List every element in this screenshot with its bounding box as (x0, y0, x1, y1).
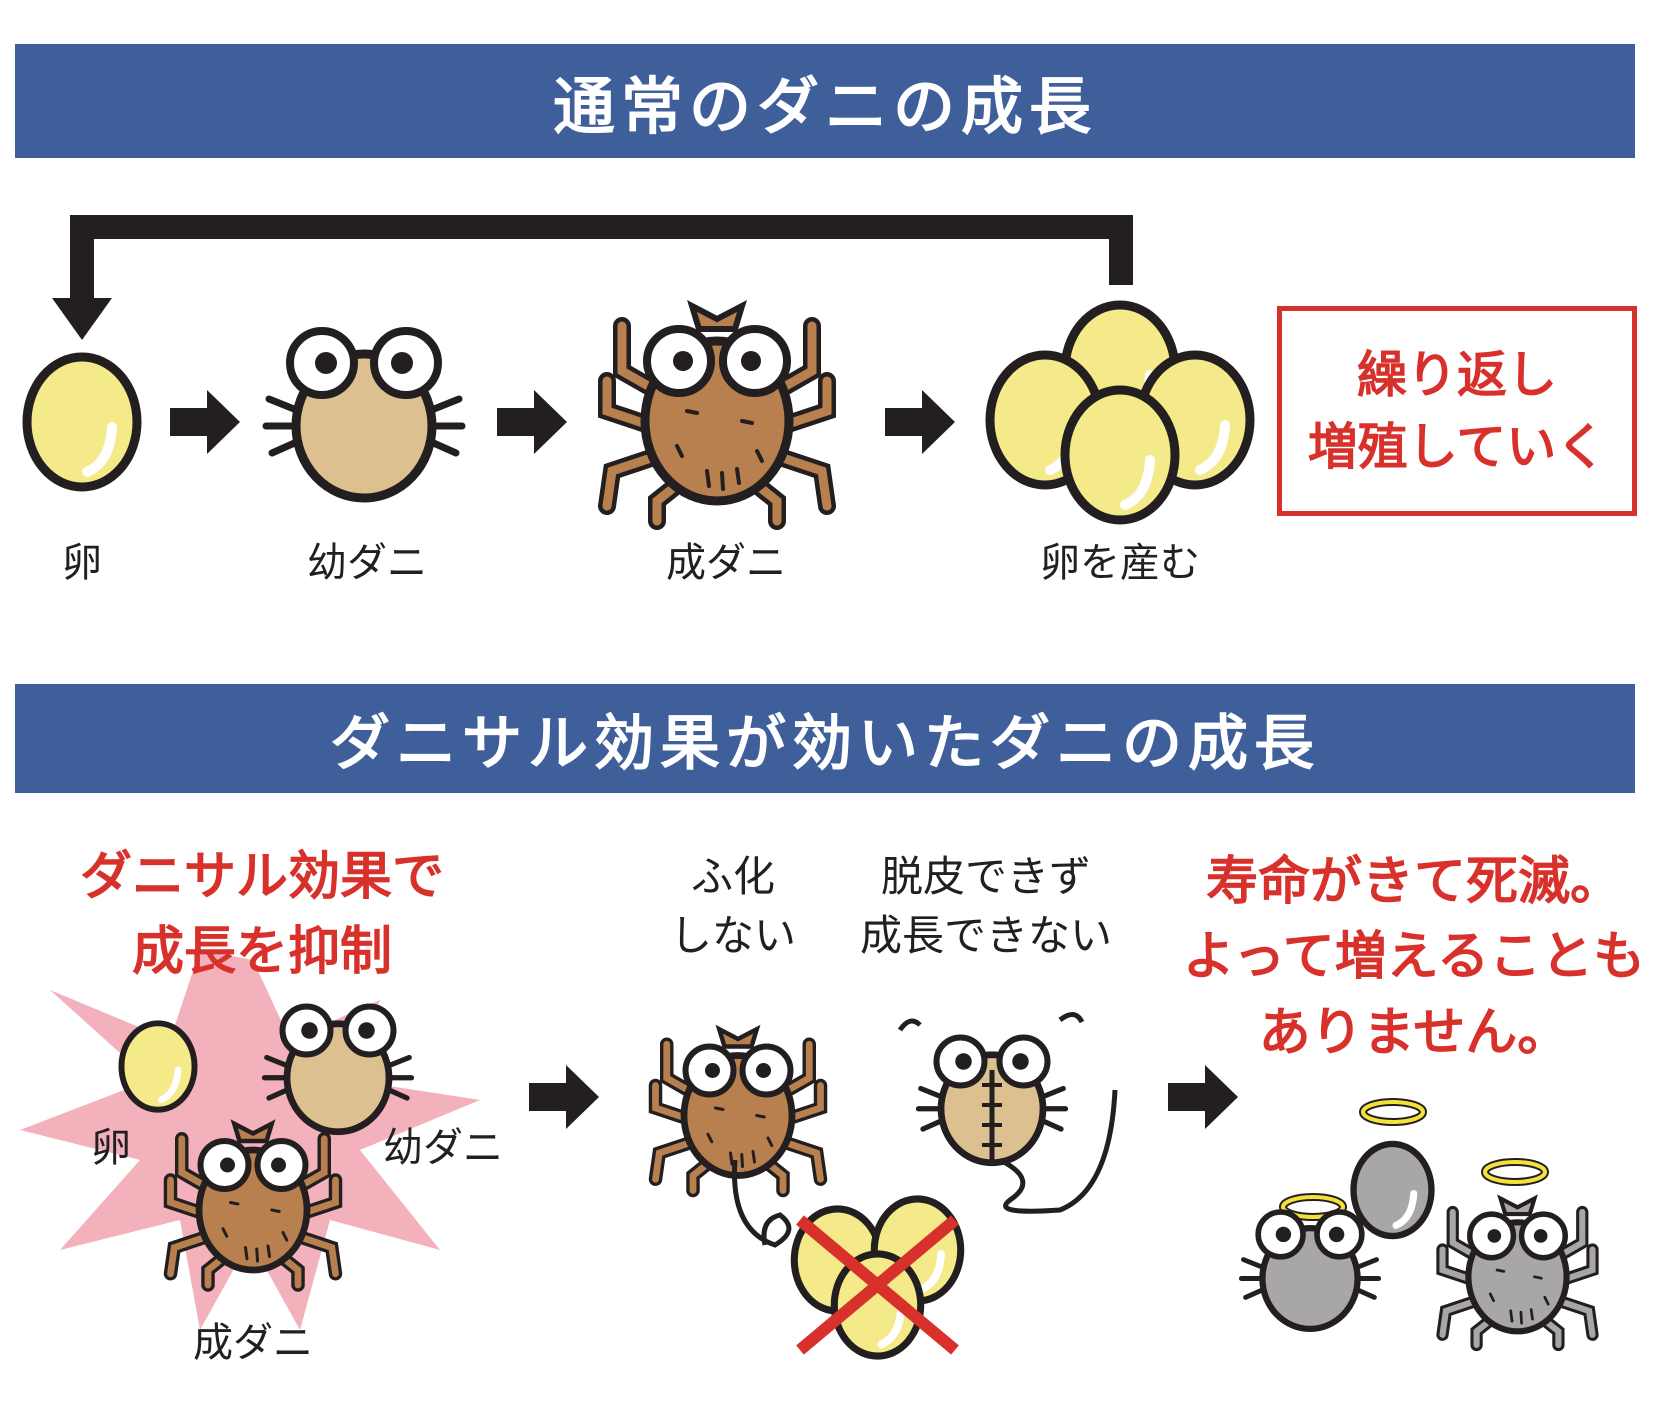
halo-icon (1485, 1162, 1545, 1182)
molting-mite-icon (897, 1012, 1118, 1214)
result-caption: 寿命がきて死滅。 よって増えることも ありません。 (1183, 845, 1645, 1071)
crossed-eggs-icon (794, 1199, 960, 1356)
section2-banner: ダニサル効果が効いたダニの成長 (15, 684, 1635, 793)
caption-line: ありません。 (1258, 1002, 1570, 1063)
callout-line: 繰り返し (1357, 345, 1557, 404)
arrow-right-icon (885, 390, 955, 454)
repeat-callout-box: 繰り返し 増殖していく (1277, 306, 1637, 516)
adult-mite-icon (656, 1029, 821, 1190)
caption-line: ダニサル効果で (79, 847, 445, 907)
larva-mite-icon (266, 331, 462, 498)
dead-larva-icon (1241, 1212, 1378, 1329)
arrow-right-icon (529, 1065, 599, 1129)
no-hatch-caption: ふ化 しない (670, 848, 796, 966)
caption-line: 成長を抑制 (131, 922, 393, 983)
egg-icon (121, 1023, 194, 1109)
egg-tail-line (732, 1159, 792, 1248)
section1-title: 通常のダニの成長 (552, 70, 1097, 143)
section1-banner: 通常のダニの成長 (15, 44, 1635, 158)
caption-line: 脱皮できず (880, 852, 1092, 901)
label-adult: 成ダニ (193, 1320, 313, 1366)
dead-adult-mite-icon (1443, 1198, 1593, 1345)
adult-mite-icon (607, 306, 827, 521)
label-adult: 成ダニ (666, 540, 786, 586)
suppression-caption: ダニサル効果で 成長を抑制 (80, 840, 444, 991)
caption-line: よって増えることも (1182, 927, 1646, 988)
caption-line: 寿命がきて死滅。 (1205, 852, 1622, 912)
halo-icon (1363, 1102, 1423, 1122)
label-egg: 卵 (62, 540, 102, 586)
caption-line: しない (669, 910, 797, 960)
repeat-loop-arrowhead (52, 298, 112, 340)
no-molt-caption: 脱皮できず 成長できない (860, 848, 1112, 966)
section2-title: ダニサル効果が効いたダニの成長 (330, 709, 1320, 779)
egg-icon (27, 357, 137, 487)
repeat-loop-arrow (70, 215, 1133, 300)
label-lay-eggs: 卵を産む (1040, 540, 1200, 586)
caption-line: ふ化 (690, 852, 776, 901)
label-larva: 幼ダニ (307, 540, 427, 586)
callout-line: 増殖していく (1307, 418, 1607, 476)
arrow-right-icon (170, 390, 240, 454)
egg-cluster-icon (990, 305, 1250, 520)
label-egg: 卵 (91, 1125, 131, 1171)
arrow-right-icon (497, 390, 567, 454)
dead-egg-icon (1354, 1144, 1432, 1236)
label-larva: 幼ダニ (383, 1125, 503, 1171)
arrow-right-icon (1168, 1065, 1238, 1129)
caption-line: 成長できない (859, 910, 1113, 960)
